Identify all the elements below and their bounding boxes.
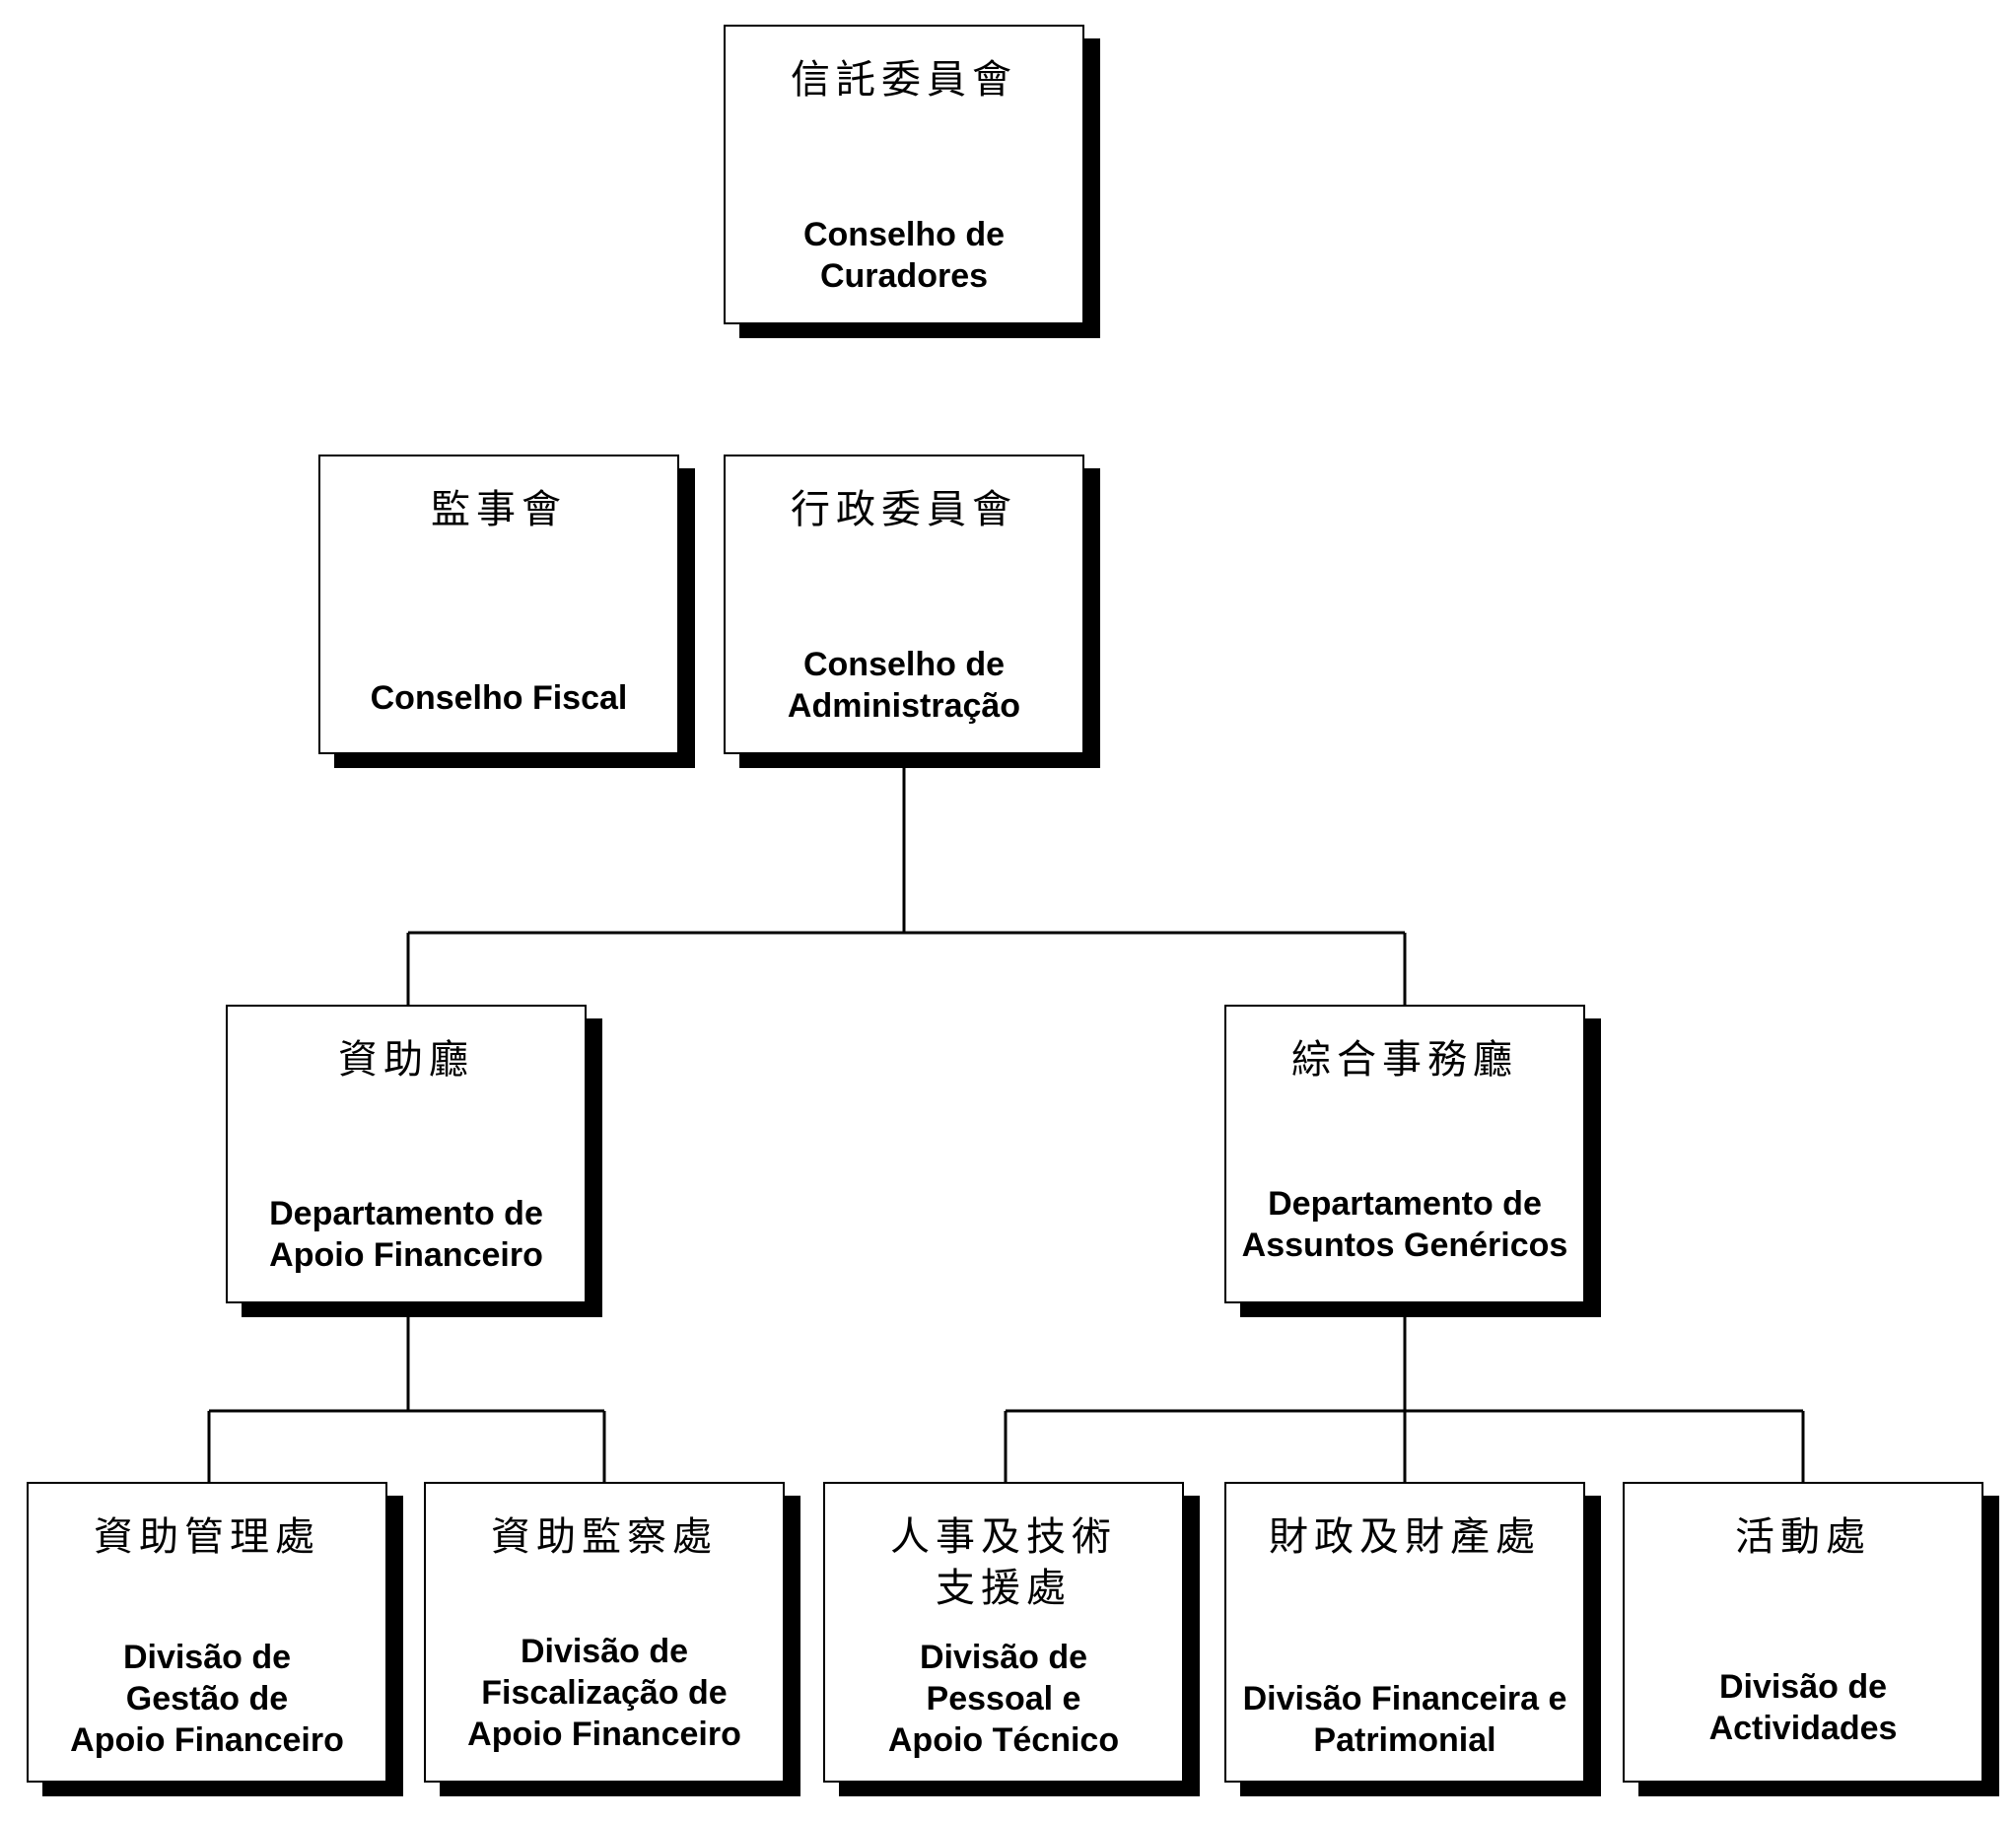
node-div-supervision-pt: Divisão de Fiscalização de Apoio Finance… xyxy=(467,1633,741,1753)
node-trustees-pt: Conselho de Curadores xyxy=(802,216,1006,295)
node-fiscal-zh: 監事會 xyxy=(431,487,567,532)
node-div-personnel-zh: 人事及技術 支援處 xyxy=(890,1514,1117,1611)
node-div-finance-pt: Divisão Financeira e Patrimonial xyxy=(1242,1680,1567,1759)
node-div-finance-zh: 財政及財產處 xyxy=(1269,1514,1541,1560)
node-fiscal-pt: Conselho Fiscal xyxy=(370,679,628,717)
node-div-activities-zh: 活動處 xyxy=(1735,1514,1871,1560)
node-div-personnel: 人事及技術 支援處 Divisão de Pessoal e Apoio Téc… xyxy=(823,1482,1184,1783)
node-admin-pt: Conselho de Administração xyxy=(787,646,1021,725)
node-admin: 行政委員會 Conselho de Administração xyxy=(724,455,1084,754)
node-trustees-zh: 信託委員會 xyxy=(791,57,1017,103)
node-div-supervision: 資助監察處 Divisão de Fiscalização de Apoio F… xyxy=(424,1482,785,1783)
node-admin-zh: 行政委員會 xyxy=(791,487,1017,532)
node-div-management-zh: 資助管理處 xyxy=(94,1514,320,1560)
node-dept-general-zh: 綜合事務廳 xyxy=(1291,1037,1518,1083)
node-fiscal: 監事會 Conselho Fiscal xyxy=(318,455,679,754)
node-div-management-pt: Divisão de Gestão de Apoio Financeiro xyxy=(70,1639,344,1759)
node-trustees: 信託委員會 Conselho de Curadores xyxy=(724,25,1084,324)
node-div-personnel-pt: Divisão de Pessoal e Apoio Técnico xyxy=(887,1639,1120,1759)
node-dept-financial: 資助廳 Departamento de Apoio Financeiro xyxy=(226,1005,587,1303)
node-div-activities: 活動處 Divisão de Actividades xyxy=(1623,1482,1983,1783)
node-dept-financial-pt: Departamento de Apoio Financeiro xyxy=(269,1195,543,1274)
node-dept-financial-zh: 資助廳 xyxy=(338,1037,474,1083)
node-dept-general-pt: Departamento de Assuntos Genéricos xyxy=(1241,1185,1568,1264)
node-div-supervision-zh: 資助監察處 xyxy=(491,1514,718,1560)
node-div-management: 資助管理處 Divisão de Gestão de Apoio Finance… xyxy=(27,1482,387,1783)
node-div-finance: 財政及財產處 Divisão Financeira e Patrimonial xyxy=(1224,1482,1585,1783)
node-dept-general: 綜合事務廳 Departamento de Assuntos Genéricos xyxy=(1224,1005,1585,1303)
node-div-activities-pt: Divisão de Actividades xyxy=(1708,1668,1898,1747)
